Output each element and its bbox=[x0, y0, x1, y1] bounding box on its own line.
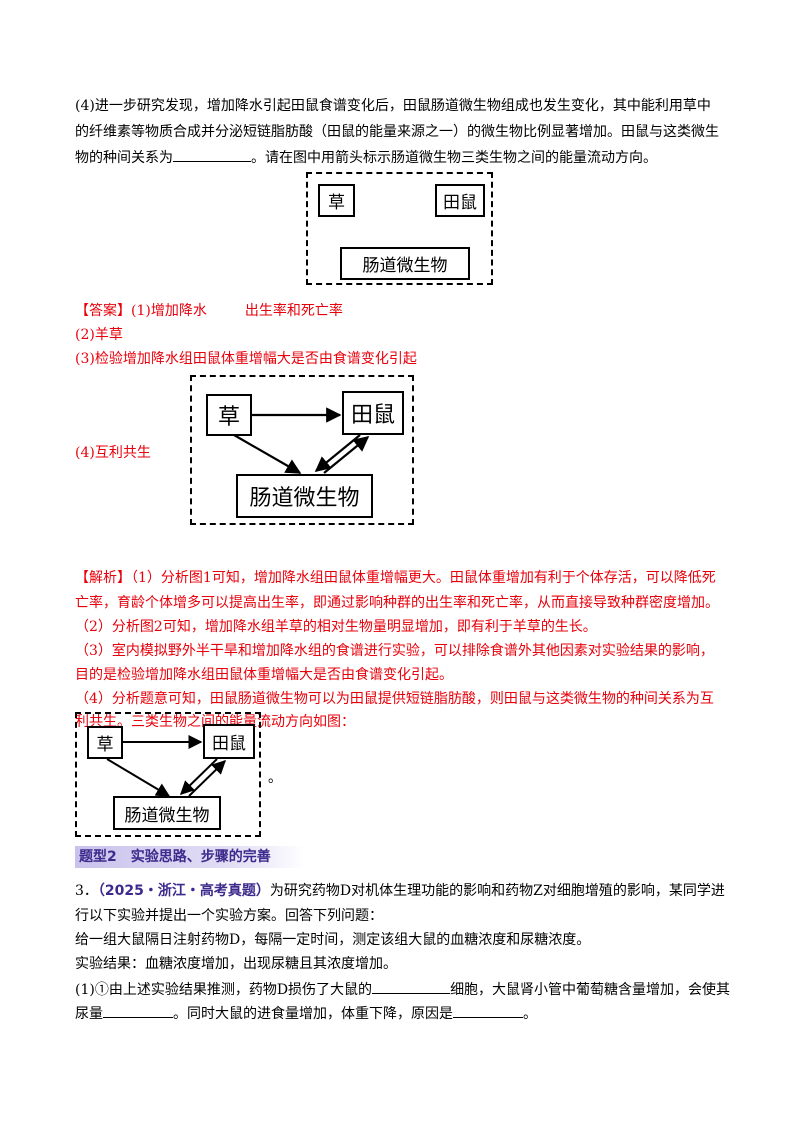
q3-source: （2025・浙江・高考真题） bbox=[97, 883, 270, 899]
q3-line-1-rest: 为研究药物D对机体生理功能的影响和药物Z对细胞增殖的影响，某同学进 bbox=[269, 883, 725, 899]
q3-line-5-a: (1)①由上述实验结果推测，药物D损伤了大鼠的 bbox=[75, 982, 373, 998]
q3-line-1: 3．（2025・浙江・高考真题）为研究药物D对机体生理功能的影响和药物Z对细胞增… bbox=[75, 881, 725, 901]
q4-line-2: 的纤维素等物质合成并分泌短链脂肪酸（田鼠的能量来源之一）的微生物比例显著增加。田… bbox=[75, 124, 719, 140]
answer-line-4: (4)互利共生 bbox=[75, 445, 151, 461]
analysis-line-3: （2）分析图2可知，增加降水组羊草的相对生物量明显增加，即有利于羊草的生长。 bbox=[75, 619, 597, 635]
q3-line-6: 尿量 。同时大鼠的进食量增加，体重下降，原因是 。 bbox=[75, 1003, 537, 1024]
answer-line-2: (2)羊草 bbox=[75, 327, 123, 343]
q4-line-3-after: 。请在图中用箭头标示肠道微生物三类生物之间的能量流动方向。 bbox=[251, 150, 657, 166]
q3-blank-2[interactable] bbox=[103, 1003, 173, 1018]
arrow-vole-to-microbe-2 bbox=[179, 758, 218, 795]
microbe-node-answer: 肠道微生物 bbox=[236, 474, 373, 518]
arrow-microbe-to-vole bbox=[323, 436, 370, 474]
vole-node-answer: 田鼠 bbox=[342, 391, 404, 435]
analysis-line-7: 利共生。三类生物之间的能量流动方向如图： bbox=[75, 714, 355, 730]
analysis-line-2: 亡率，育龄个体增多可以提高出生率，即通过影响种群的出生率和死亡率，从而直接导致种… bbox=[75, 595, 719, 611]
answer-diagram: 草 田鼠 肠道微生物 bbox=[190, 375, 414, 525]
grass-node-answer: 草 bbox=[206, 394, 252, 436]
arrow-grass-to-microbe bbox=[233, 434, 302, 474]
q3-line-2: 行以下实验并提出一个实验方案。回答下列问题： bbox=[75, 908, 383, 924]
answer-line-1: 【答案】(1)增加降水 出生率和死亡率 bbox=[75, 301, 343, 321]
arrow-microbe-to-vole-2 bbox=[188, 760, 227, 797]
q3-line-4: 实验结果：血糖浓度增加，出现尿糖且其浓度增加。 bbox=[75, 956, 397, 972]
arrow-vole-to-microbe bbox=[314, 434, 361, 472]
q3-line-6-a: 尿量 bbox=[75, 1006, 103, 1022]
analysis-line-6: （4）分析题意可知，田鼠肠道微生物可以为田鼠提供短链脂肪酸，则田鼠与这类微生物的… bbox=[75, 691, 714, 707]
q3-line-5-b: 细胞，大鼠肾小管中葡萄糖含量增加，会使其 bbox=[450, 982, 731, 998]
q3-line-6-c: 。 bbox=[523, 1006, 537, 1022]
vole-node: 田鼠 bbox=[435, 184, 485, 217]
q3-line-6-b: 。同时大鼠的进食量增加，体重下降，原因是 bbox=[173, 1006, 453, 1022]
answer-1b: 出生率和死亡率 bbox=[244, 303, 343, 319]
analysis-arrows bbox=[106, 735, 227, 797]
microbe-node-analysis: 肠道微生物 bbox=[113, 796, 221, 830]
q3-line-3: 给一组大鼠隔日注射药物D，每隔一定时间，测定该组大鼠的血糖浓度和尿糖浓度。 bbox=[75, 932, 591, 948]
q3-blank-1[interactable] bbox=[372, 979, 451, 994]
answer-line-3: (3)检验增加降水组田鼠体重增幅大是否由食谱变化引起 bbox=[75, 351, 417, 367]
answer-blank[interactable] bbox=[173, 147, 251, 162]
q3-number: 3． bbox=[75, 883, 98, 899]
answer-arrows bbox=[233, 407, 370, 474]
q4-line-3: 物的种间关系为 。请在图中用箭头标示肠道微生物三类生物之间的能量流动方向。 bbox=[75, 147, 657, 168]
question-diagram: 草 田鼠 肠道微生物 bbox=[306, 172, 493, 285]
microbe-node: 肠道微生物 bbox=[340, 247, 470, 280]
q4-line-1: (4)进一步研究发现，增加降水引起田鼠食谱变化后，田鼠肠道微生物组成也发生变化，… bbox=[75, 98, 711, 114]
analysis-diagram: 草 田鼠 肠道微生物 bbox=[75, 712, 261, 837]
analysis-line-4: （3）室内模拟野外半干旱和增加降水组的食谱进行实验，可以排除食谱外其他因素对实验… bbox=[75, 643, 714, 659]
q4-line-3-before: 物的种间关系为 bbox=[75, 150, 173, 166]
grass-node-analysis: 草 bbox=[87, 726, 123, 759]
q3-blank-3[interactable] bbox=[453, 1003, 523, 1018]
analysis-line-1: 【解析】（1）分析图1可知，增加降水组田鼠体重增幅更大。田鼠体重增加有利于个体存… bbox=[75, 570, 716, 586]
arrow-grass-to-microbe-2 bbox=[106, 758, 171, 797]
section-header: 题型2 实验思路、步骤的完善 bbox=[75, 846, 305, 868]
answer-1a: 【答案】(1)增加降水 bbox=[75, 303, 207, 319]
analysis-line-5: 目的是检验增加降水组田鼠体重增幅大是否由食谱变化引起。 bbox=[75, 667, 453, 683]
analysis-period: 。 bbox=[268, 770, 282, 786]
q3-line-5: (1)①由上述实验结果推测，药物D损伤了大鼠的 细胞，大鼠肾小管中葡萄糖含量增加，… bbox=[75, 979, 730, 1000]
grass-node: 草 bbox=[318, 184, 355, 217]
vole-node-analysis: 田鼠 bbox=[203, 724, 255, 759]
